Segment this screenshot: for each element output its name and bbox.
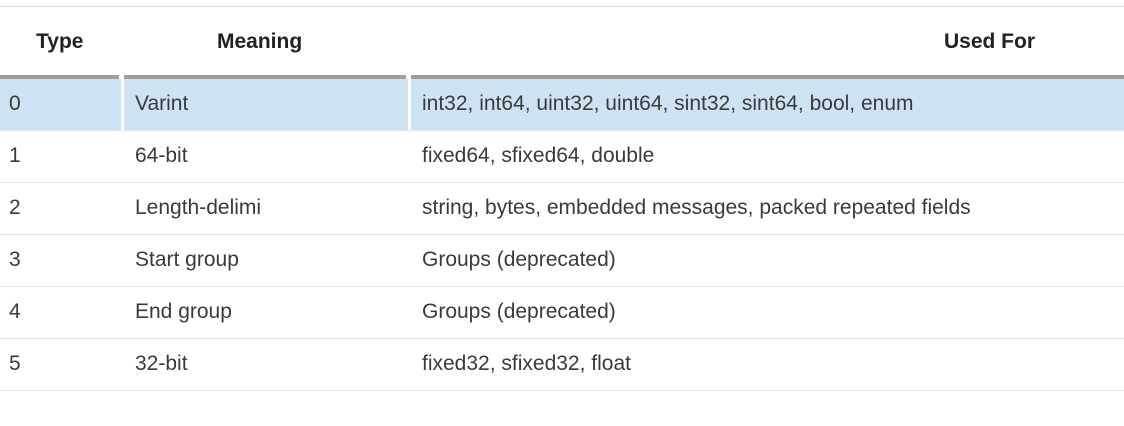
cell-meaning: 64-bit — [135, 144, 188, 167]
header-underline — [0, 75, 1124, 79]
cell-used-for: Groups (deprecated) — [422, 300, 616, 323]
cell-used-for: int32, int64, uint32, uint64, sint32, si… — [422, 92, 914, 115]
cell-type: 2 — [9, 196, 21, 219]
table-row[interactable]: 4 End group Groups (deprecated) — [0, 287, 1124, 339]
cell-type: 5 — [9, 352, 21, 375]
header-meaning[interactable]: Meaning — [217, 30, 303, 53]
header-type[interactable]: Type — [36, 30, 84, 53]
header-used-for[interactable]: Used For — [943, 30, 1035, 53]
column-separator — [408, 79, 411, 130]
header-rule-type — [0, 75, 119, 79]
table-row[interactable]: 5 32-bit fixed32, sfixed32, float — [0, 339, 1124, 391]
cell-meaning: Length-delimi — [135, 196, 262, 219]
cell-type: 1 — [9, 144, 21, 167]
table-header: Type Meaning Used For — [0, 17, 1124, 75]
top-divider — [0, 6, 1124, 7]
header-rule-meaning — [124, 75, 406, 79]
cell-used-for: string, bytes, embedded messages, packed… — [422, 196, 971, 219]
cell-type: 0 — [9, 92, 21, 115]
cell-type: 3 — [9, 248, 21, 271]
cell-meaning: Start group — [135, 248, 239, 271]
cell-meaning: End group — [135, 300, 232, 323]
table-row[interactable]: 1 64-bit fixed64, sfixed64, double — [0, 131, 1124, 183]
cell-used-for: Groups (deprecated) — [422, 248, 616, 271]
cell-meaning: Varint — [135, 92, 189, 115]
cell-type: 4 — [9, 300, 21, 323]
cell-used-for: fixed32, sfixed32, float — [422, 352, 631, 375]
header-rule-used-for — [411, 75, 1124, 79]
table-row[interactable]: 3 Start group Groups (deprecated) — [0, 235, 1124, 287]
cell-meaning: 32-bit — [135, 352, 188, 375]
table-row[interactable]: 2 Length-delimi string, bytes, embedded … — [0, 183, 1124, 235]
column-separator — [121, 79, 124, 130]
table-row[interactable]: 0 Varint int32, int64, uint32, uint64, s… — [0, 79, 1124, 131]
wire-types-table: Type Meaning Used For 0 Varint int32, in… — [0, 17, 1124, 391]
cell-used-for: fixed64, sfixed64, double — [422, 144, 655, 167]
